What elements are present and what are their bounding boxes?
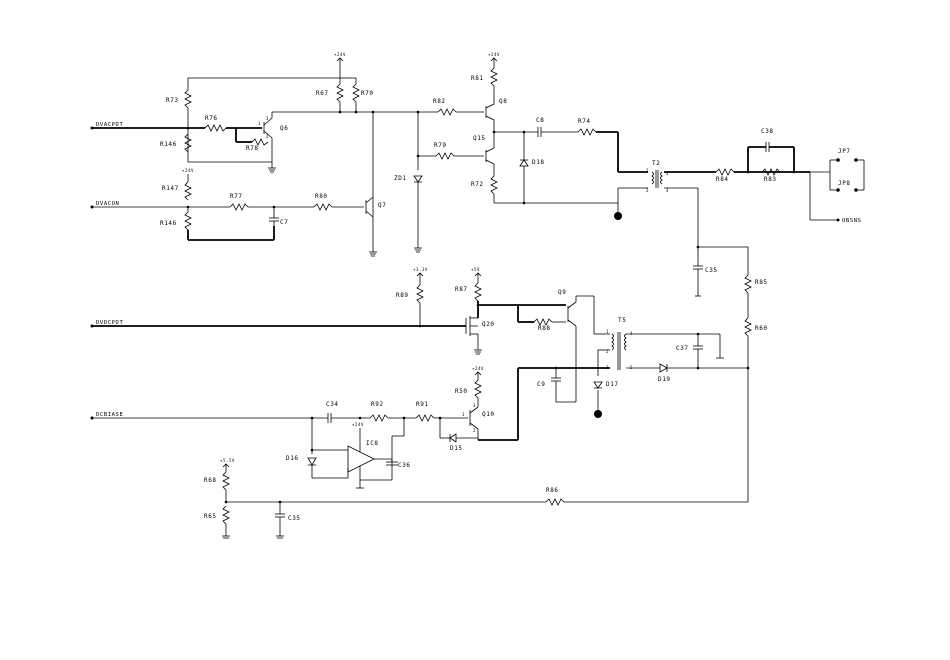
label-r73: R73	[166, 97, 179, 104]
label-r80: R80	[315, 193, 328, 200]
label-q8: Q8	[499, 98, 507, 105]
label-c7: C7	[280, 219, 288, 226]
label-q15: Q15	[473, 135, 486, 142]
supply-label-24v-c: +24V	[488, 52, 500, 57]
net-label-obsns: OBSNS	[842, 218, 862, 224]
label-r70: R70	[361, 90, 374, 97]
supply-label-24v-b: +24V	[182, 168, 194, 173]
dvacpdt-section: DVACPDT R73 R146 R76 R78 Q6 3 1 2	[90, 77, 340, 173]
label-r92: R92	[371, 401, 384, 408]
svg-text:2: 2	[646, 188, 649, 193]
label-q9: Q9	[558, 289, 566, 296]
supply-label-24v-d: +24V	[472, 366, 484, 371]
label-d18: D18	[532, 159, 545, 166]
c35-r85-r60-section: C35 R85 R60	[693, 245, 768, 502]
net-label-dvacon: DVACON	[96, 201, 119, 207]
net-label-dvdcpdt: DVDCPDT	[96, 320, 123, 326]
label-q20: Q20	[482, 321, 495, 328]
t2-section: T2 1 2 3 4 R84 R83 C38 OBSNS JP7 JP8	[614, 128, 865, 247]
svg-text:1: 1	[258, 121, 261, 126]
label-d19: D19	[658, 376, 671, 383]
svg-text:4: 4	[666, 188, 669, 193]
dvacon-section: +24V R147 DVACON R146 R77 C7 R80 Q7	[90, 168, 386, 241]
svg-text:1: 1	[606, 329, 609, 334]
label-c35-top: C35	[705, 267, 718, 274]
label-r89: R89	[396, 292, 409, 299]
label-d17: D17	[606, 381, 619, 388]
label-r88: R88	[538, 325, 551, 332]
label-r60: R60	[755, 325, 768, 332]
supply-label-33v: +3.3V	[413, 267, 428, 272]
label-c38: C38	[761, 128, 774, 135]
label-jp7: JP7	[838, 148, 851, 155]
svg-text:5: 5	[630, 365, 633, 370]
label-zd1: ZD1	[394, 175, 407, 182]
label-r67: R67	[316, 90, 329, 97]
label-jp8: JP8	[838, 180, 851, 187]
label-r86: R86	[546, 487, 559, 494]
label-r74: R74	[578, 118, 591, 125]
svg-text:2: 2	[606, 349, 609, 354]
label-r87: R87	[455, 286, 468, 293]
label-r146-top: R146	[160, 141, 177, 148]
label-r77: R77	[230, 193, 243, 200]
label-r146-bottom: R146	[160, 220, 177, 227]
label-r50: R50	[455, 388, 468, 395]
label-t2: T2	[652, 160, 660, 167]
dvdcpdt-section: +3.3V R89 DVDCPDT Q20 +5V R87 R88 Q9 T5 …	[90, 267, 748, 441]
svg-text:3: 3	[266, 116, 269, 121]
label-r79: R79	[434, 142, 447, 149]
svg-text:3: 3	[473, 403, 476, 408]
svg-text:2: 2	[473, 428, 476, 433]
label-r82: R82	[433, 98, 446, 105]
label-c34: C34	[326, 401, 339, 408]
label-r72: R72	[471, 181, 484, 188]
label-c9: C9	[537, 381, 545, 388]
label-c36: C36	[398, 462, 411, 469]
label-c35-bottom: C35	[288, 515, 301, 522]
net-label-dvacpdt: DVACPDT	[96, 122, 123, 128]
svg-text:1: 1	[646, 168, 649, 173]
net-label-dcbiase: DCBIASE	[96, 412, 123, 418]
supply-label-55v: +5.5V	[220, 458, 235, 463]
svg-text:4: 4	[630, 331, 633, 336]
svg-text:2: 2	[266, 134, 269, 139]
label-r81: R81	[471, 75, 484, 82]
label-r68: R68	[204, 477, 217, 484]
label-q7: Q7	[378, 202, 386, 209]
label-d15: D15	[450, 445, 463, 452]
label-r147: R147	[162, 185, 179, 192]
label-q10: Q10	[482, 411, 495, 418]
label-r78: R78	[246, 145, 259, 152]
label-r65: R65	[204, 513, 217, 520]
label-r85: R85	[755, 279, 768, 286]
r67-r70-section: +24V R67 R70	[316, 52, 418, 257]
label-ic8: IC8	[366, 440, 379, 447]
label-r83: R83	[764, 176, 777, 183]
label-d16: D16	[286, 455, 299, 462]
svg-text:1: 1	[462, 412, 465, 417]
label-r76: R76	[205, 115, 218, 122]
label-c37: C37	[676, 345, 689, 352]
supply-label-5v: +5V	[471, 267, 480, 272]
q8-q15-section: R82 ZD1 R79 +24V R81 Q8 Q15 R72 C8 D18	[394, 52, 648, 253]
dcbiase-section: DCBIASE C34 R92 R91 Q10 3 1 2 +24V R50 D…	[90, 366, 748, 539]
label-t5: T5	[618, 317, 626, 324]
supply-label-24v-a: +24V	[334, 52, 346, 57]
supply-label-24v-e: +24V	[352, 422, 364, 427]
label-r84: R84	[716, 176, 729, 183]
label-r91: R91	[416, 401, 429, 408]
svg-text:3: 3	[666, 171, 669, 176]
label-q6: Q6	[280, 125, 288, 132]
label-c8: C8	[536, 117, 544, 124]
